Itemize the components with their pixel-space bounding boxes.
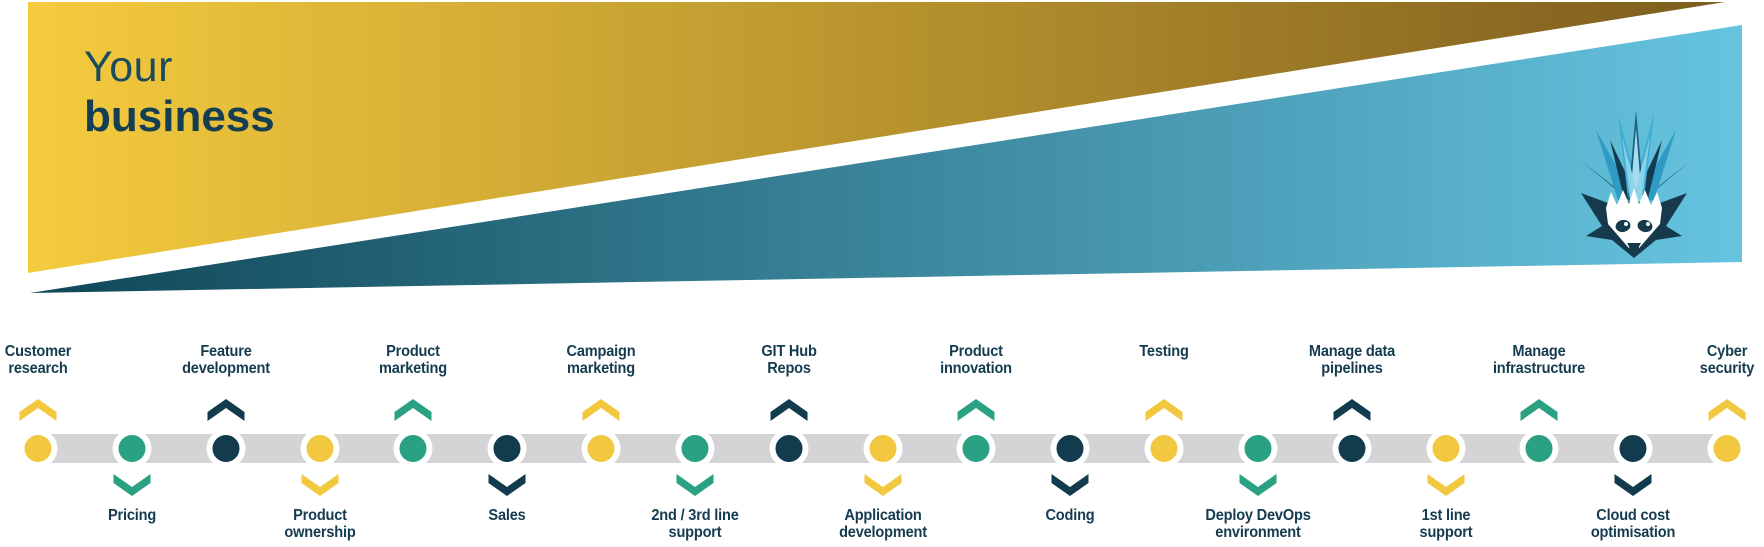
chevron-up-icon: [1520, 399, 1558, 421]
timeline-dot: [1332, 429, 1372, 468]
chevron-up-icon: [957, 399, 995, 421]
chevron-down-icon: [864, 474, 902, 496]
chevron-up-icon: [1708, 399, 1746, 421]
banner-title-line2: business: [84, 92, 275, 141]
banner-title: Your business: [84, 42, 275, 142]
chevron-up-icon: [19, 399, 57, 421]
timeline-dot: [956, 429, 996, 468]
timeline-item: Pricing: [62, 300, 202, 547]
timeline-dot: [769, 429, 809, 468]
chevron-up-icon: [582, 399, 620, 421]
timeline-dot: [1426, 429, 1466, 468]
hedgehog-nose: [1627, 243, 1641, 255]
timeline-item: Sales: [437, 300, 577, 547]
chevron-up-icon: [394, 399, 432, 421]
chevron-up-icon: [1145, 399, 1183, 421]
banner-background: [28, 2, 1742, 293]
timeline-label: Testing: [1139, 343, 1189, 360]
timeline-item: Testing: [1094, 300, 1234, 547]
timeline-dot: [112, 429, 152, 468]
chevron-down-icon: [676, 474, 714, 496]
timeline-dot: [18, 429, 58, 468]
chevron-up-icon: [1333, 399, 1371, 421]
timeline-dot: [1519, 429, 1559, 468]
timeline-dot: [581, 429, 621, 468]
timeline-dot: [1238, 429, 1278, 468]
timeline-label: Sales: [488, 507, 526, 524]
timeline-dot: [393, 429, 433, 468]
chevron-down-icon: [113, 474, 151, 496]
timeline-item: Coding: [1000, 300, 1140, 547]
yellow-wedge: [28, 2, 1725, 273]
timeline-label: Coding: [1045, 507, 1095, 524]
banner-title-line1: Your: [84, 43, 173, 91]
timeline-dot: [1613, 429, 1653, 468]
timeline-dot: [675, 429, 715, 468]
chevron-down-icon: [301, 474, 339, 496]
timeline-dot: [863, 429, 903, 468]
timeline-label: Pricing: [107, 507, 157, 524]
chevron-up-icon: [207, 399, 245, 421]
chevron-down-icon: [1614, 474, 1652, 496]
hedgehog-eyes: [1615, 219, 1653, 233]
timeline-dot: [487, 429, 527, 468]
chevron-down-icon: [1051, 474, 1089, 496]
timeline-dot: [300, 429, 340, 468]
timeline-dot: [1707, 429, 1747, 468]
chevron-down-icon: [1427, 474, 1465, 496]
timeline-dot: [1050, 429, 1090, 468]
chevron-down-icon: [1239, 474, 1277, 496]
chevron-up-icon: [770, 399, 808, 421]
hedgehog-face: [1606, 188, 1662, 254]
hedgehog-spikes: [1580, 110, 1692, 204]
chevron-down-icon: [488, 474, 526, 496]
timeline-dot: [1144, 429, 1184, 468]
hedgehog-logo: [1580, 110, 1692, 258]
timeline-dot: [206, 429, 246, 468]
blue-wedge: [30, 25, 1742, 293]
